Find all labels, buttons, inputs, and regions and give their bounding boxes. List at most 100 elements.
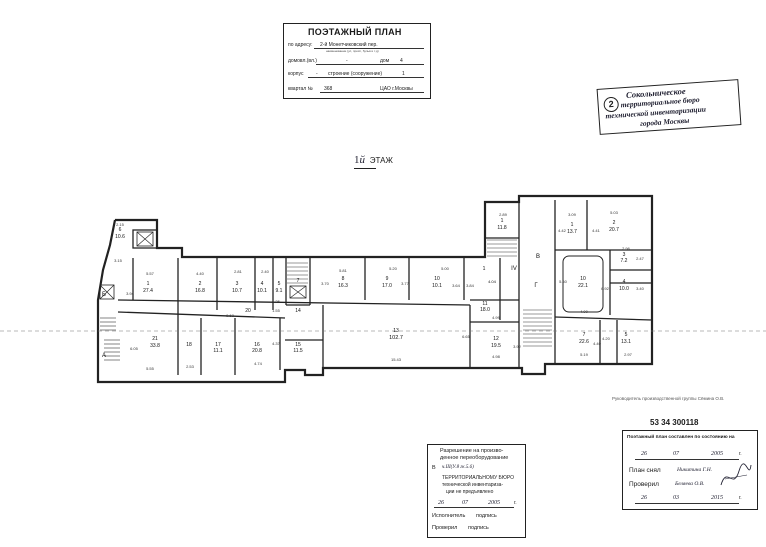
stair-letter: Б (102, 292, 106, 298)
dimension: 4.40 (593, 341, 602, 346)
room-id: 1 (147, 281, 150, 287)
room-id: 5 (625, 332, 628, 338)
dimension: 6.65 (462, 334, 471, 339)
room-area: 19.5 (491, 343, 501, 349)
status-date2-day: 26 (641, 495, 647, 501)
dimension: 5.00 (441, 266, 450, 271)
room-area: 9.1 (276, 288, 283, 294)
dimension: 4.98 (492, 354, 501, 359)
house-underline (316, 64, 424, 65)
kvartal-label: квартал № (288, 86, 313, 92)
room-id: 10 (434, 276, 440, 282)
dimension: 4.99 (492, 315, 501, 320)
stair-letter: Г (534, 283, 538, 289)
permit-date-year: 2005 (488, 500, 500, 506)
room-id: 17 (215, 342, 221, 348)
room-id: 18 (186, 342, 192, 348)
room-id: 1 (571, 222, 574, 228)
dimension-labels: 2.15 3.15 5.57 4.40 2.81 2.40 5.81 5.20 … (114, 210, 645, 371)
dimension: 3.92 (513, 344, 522, 349)
group-leader-note: Руководитель производственной группы Сём… (612, 396, 725, 401)
dimension: 4.37 (272, 341, 281, 346)
korpus-underline (308, 77, 424, 78)
dimension: 2.53 (186, 364, 195, 369)
room-area: 10.1 (432, 283, 442, 289)
room-id: 4 (623, 279, 626, 285)
room-area: 22.1 (578, 283, 588, 289)
dimension: 2.97 (624, 352, 633, 357)
address-note: наименование (ул, просп, бульв и т.д) (326, 49, 379, 53)
status-date1-month: 07 (673, 451, 679, 457)
kvartal-value: 368 (324, 86, 333, 92)
dimension: 3.09 (568, 212, 577, 217)
dimension: 1.25 (272, 299, 281, 304)
room-area: 16.3 (338, 283, 348, 289)
left-shaft (99, 284, 115, 300)
stair-letter: В (536, 254, 540, 260)
permit-checked-label: Проверил (432, 525, 458, 531)
dimension: 15.43 (391, 357, 402, 362)
room-id: 1 (501, 218, 504, 224)
dimension: 5.55 (146, 366, 155, 371)
stair-left (100, 317, 120, 361)
room-id: 20 (245, 308, 251, 314)
permit-stamp: Разрешение на произво- денное переоборуд… (427, 444, 526, 538)
permit-line-2: денное переоборудование (440, 455, 509, 461)
dimension: 4.74 (254, 361, 263, 366)
dimension: 3.77 (401, 281, 410, 286)
room-id: 12 (493, 336, 499, 342)
dimension: 1.55 (272, 308, 281, 313)
room-id: 8 (342, 276, 345, 282)
stair-center (287, 262, 308, 284)
dimension: 6.05 (130, 346, 139, 351)
dimension: 5.60 (559, 279, 568, 284)
status-checked-label: Проверил (629, 481, 659, 488)
dom-value: 4 (400, 58, 403, 64)
room-area: 18.0 (480, 307, 490, 313)
room-id: 5 (278, 281, 281, 287)
address-label: по адресу: (288, 42, 313, 48)
room-id: 3 (236, 281, 239, 287)
dimension: 3.70 (321, 281, 330, 286)
dimension: 4.42 (558, 228, 567, 233)
dimension: 4.40 (196, 271, 205, 276)
status-plan-name: Никитина Г.Н. (677, 467, 713, 473)
room-area: 4.04 (488, 279, 497, 284)
floor-label: 1й ЭТАЖ (354, 154, 393, 169)
elevator-box (136, 231, 154, 247)
status-date1-year: 2005 (711, 451, 723, 457)
stair-upper-right (487, 239, 517, 257)
room-area: 27.4 (143, 288, 153, 294)
permit-checked-sign: подпись (468, 525, 489, 531)
dimension: 2.15 (116, 222, 125, 227)
stair-right (523, 309, 552, 347)
permit-date-suffix: г. (514, 500, 517, 506)
status-title: Поэтажный план составлен по состоянию на (627, 435, 735, 440)
floor-underline (354, 168, 376, 169)
status-plan-label: План снял (629, 467, 661, 474)
stair-letter: IV (511, 266, 517, 272)
room-area: 102.7 (389, 335, 403, 341)
dimension: 4.00 (580, 309, 589, 314)
room-area: 11.5 (293, 348, 303, 354)
permit-executor-label: Исполнитель (432, 513, 466, 519)
room-area: 22.6 (579, 339, 589, 345)
room-id: 6 (119, 227, 122, 233)
permit-date-day: 26 (438, 500, 444, 506)
kvartal-underline (320, 92, 424, 93)
room-10-outline (562, 255, 604, 313)
permit-date-underline (434, 507, 514, 508)
status-date1-underline (635, 459, 739, 460)
permit-bureau-2: технической инвентариза- (442, 482, 504, 488)
dimension: 4.20 (602, 336, 611, 341)
house-label: домовл.(вл.) (288, 58, 317, 64)
permit-date-month: 07 (462, 500, 468, 506)
stair-letter: А (102, 353, 106, 359)
top-left-annex (132, 229, 158, 249)
room-id: 13 (393, 328, 399, 334)
dimension: 2.96 (622, 246, 631, 251)
room-id: 10 (580, 276, 586, 282)
status-stamp: Поэтажный план составлен по состоянию на… (622, 430, 758, 510)
plan-title: ПОЭТАЖНЫЙ ПЛАН (308, 27, 402, 37)
